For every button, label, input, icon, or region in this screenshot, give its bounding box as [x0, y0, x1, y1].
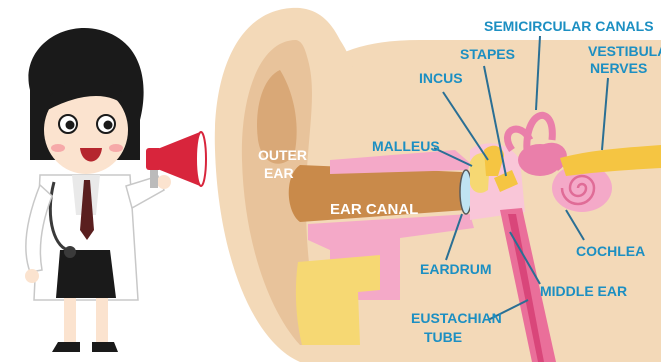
doctor-leg-left: [64, 298, 76, 342]
label-vestibular-line2: NERVES: [590, 60, 647, 76]
label-stapes: STAPES: [460, 46, 515, 62]
stethoscope-chestpiece: [64, 246, 76, 258]
doctor-pupil-left: [66, 121, 75, 130]
doctor-skirt: [56, 250, 116, 298]
label-semicircular-canals: SEMICIRCULAR CANALS: [484, 18, 654, 34]
vestibule: [518, 144, 562, 176]
label-outer-ear-line1: OUTER: [258, 147, 307, 163]
doctor-cheek-left: [51, 144, 65, 152]
doctor-hand-right: [157, 175, 171, 189]
doctor-with-megaphone-icon: [25, 28, 206, 352]
label-eustachian-line1: EUSTACHIAN: [411, 310, 502, 326]
label-eardrum: EARDRUM: [420, 261, 492, 277]
megaphone-icon: [146, 132, 206, 188]
label-ear-canal: EAR CANAL: [330, 201, 418, 218]
label-outer-ear-line2: EAR: [264, 165, 294, 181]
doctor-pupil-right: [104, 121, 113, 130]
doctor-cheek-right: [109, 144, 123, 152]
doctor-shoe-left: [52, 342, 80, 352]
label-middle-ear: MIDDLE EAR: [540, 283, 627, 299]
label-eustachian-line2: TUBE: [424, 329, 462, 345]
label-vestibular-line1: VESTIBULAR: [588, 43, 661, 59]
label-incus: INCUS: [419, 70, 463, 86]
doctor-leg-right: [96, 298, 108, 342]
doctor-shoe-right: [92, 342, 118, 352]
doctor-hand-left: [25, 269, 39, 283]
label-malleus: MALLEUS: [372, 138, 440, 154]
label-cochlea: COCHLEA: [576, 243, 645, 259]
